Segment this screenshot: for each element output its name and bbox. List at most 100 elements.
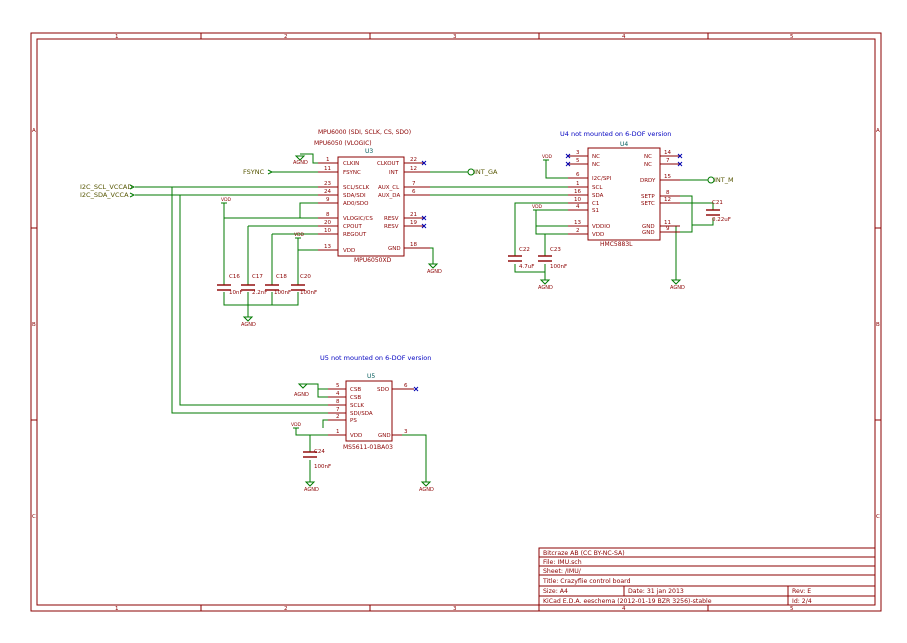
vdd-symbol: VDD [532, 204, 543, 214]
vdd-symbol: VDD [294, 232, 305, 242]
agnd-symbol: AGND [241, 316, 256, 328]
u5-right-pins: SDO 6 GND 3 [377, 383, 414, 439]
capacitors: C16 10nF C1 7 2.2nF C18 100nF C20 100nF C… [217, 200, 731, 470]
pin-name: AUX_CL [378, 185, 400, 191]
svg-text:VDD: VDD [542, 154, 553, 160]
net-label-int-ga: INT_GA [474, 168, 498, 176]
pin-number: 1 [576, 181, 580, 187]
pin-number: 1 [336, 429, 340, 435]
title-block: Bitcraze AB (CC BY-NC-SA) File: IMU.sch … [538, 547, 876, 606]
title-block-size: Size: A4 [543, 588, 568, 595]
pin-name: AD0/SDO [343, 201, 369, 207]
vdd-symbol: VDD [221, 197, 232, 207]
capacitor-c18: C18 100nF [265, 274, 291, 296]
pin-number: 20 [324, 220, 331, 226]
cap-ref: C16 [229, 274, 240, 280]
grid-col-label: 3 [453, 34, 457, 40]
pin-name: CPOUT [343, 224, 363, 230]
u3-reference: U3 [365, 148, 373, 155]
grid-row-label: A [32, 128, 36, 134]
pin-number: 9 [666, 226, 670, 232]
svg-text:AGND: AGND [294, 392, 309, 398]
pin-number: 23 [324, 181, 331, 187]
pin-name: SCL/SCLK [343, 185, 370, 191]
grid-col-label: 4 [622, 34, 626, 40]
pin-name: I2C/SPI [592, 176, 612, 182]
net-label-i2c-scl: I2C_SCL_VCCAD [80, 183, 132, 191]
cap-value: 10nF [229, 290, 243, 296]
pin-number: 9 [326, 197, 330, 203]
net-port-circle [467, 168, 475, 176]
grid-row-label: C [876, 514, 880, 520]
pin-name: SETP [641, 194, 655, 200]
agnd-symbol: AGND [427, 263, 442, 275]
pin-name: VDD [343, 248, 355, 254]
cap-value: 100nF [274, 290, 291, 296]
title-block-kicad: KiCad E.D.A. eeschema (2012-01-19 BZR 32… [543, 598, 712, 605]
agnd-symbol: AGND [538, 279, 553, 291]
pin-number: 3 [404, 429, 408, 435]
no-connect-markers [565, 153, 683, 167]
pin-number: 2 [576, 228, 580, 234]
net-label-i2c-sda: I2C_SDA_VCCA [80, 191, 129, 199]
u4-hmc5883l[interactable]: U4 not mounted on 6-DOF version U4 HMC58… [560, 130, 683, 248]
pin-name: FSYNC [343, 170, 361, 176]
no-connect-marker [413, 386, 419, 392]
no-connect-markers [421, 160, 427, 229]
pin-name: SETC [641, 201, 655, 207]
net-port-arrow [129, 192, 136, 198]
svg-text:VDD: VDD [291, 422, 302, 428]
pin-number: 14 [664, 150, 671, 156]
u5-value: MS5611-01BA03 [343, 444, 393, 451]
net-label-int-m: INT_M [714, 176, 734, 184]
vdd-symbol: VDD [291, 422, 302, 432]
u4-mount-note: U4 not mounted on 6-DOF version [560, 130, 671, 138]
svg-text:VDD: VDD [221, 197, 232, 203]
grid-col-label: 3 [453, 606, 457, 612]
grid-col-label: 1 [115, 34, 119, 40]
cap-ref: C20 [300, 274, 311, 280]
grid-row-label: B [32, 322, 36, 328]
title-block-title: Title: Crazyflie control board [542, 578, 631, 585]
grid-row-label: A [876, 128, 880, 134]
cap-value: 0.22uF [712, 217, 731, 223]
title-block-date: Date: 31 jan 2013 [628, 588, 684, 595]
pin-name: GND [388, 246, 401, 252]
grid-col-label: 5 [790, 34, 794, 40]
grid-row-label: C [32, 514, 36, 520]
capacitor-c21: C21 0.22uF [706, 200, 731, 223]
pin-number: 5 [336, 383, 340, 389]
pin-name: AUX_DA [378, 193, 400, 199]
pin-name: SDO [377, 387, 390, 393]
net-labels: I2C_SCL_VCCAD I2C_SDA_VCCA FSYNC INT_GA … [80, 168, 734, 199]
pin-number: 8 [336, 399, 340, 405]
pin-number: 7 [336, 407, 340, 413]
pin-number: 6 [412, 189, 416, 195]
svg-text:AGND: AGND [670, 285, 685, 291]
pin-number: 13 [574, 220, 581, 226]
pin-number: 4 [576, 204, 580, 210]
power-symbols: AGND VDD VDD AGND AGND VDD VDD AGND AGND… [221, 154, 685, 493]
pin-name: NC [644, 162, 652, 168]
pin-name: GND [642, 224, 655, 230]
grid-col-label: 2 [284, 34, 288, 40]
u4-reference: U4 [620, 141, 628, 148]
pin-name: C1 [592, 201, 599, 207]
u3-mpu6050[interactable]: MPU6000 (SDI, SCLK, CS, SDO) MPU6050 (VL… [314, 129, 430, 264]
pin-name: SCL [592, 185, 603, 191]
pin-name: REGOUT [343, 232, 367, 238]
grid-col-label: 5 [790, 606, 794, 612]
pin-name: PS [350, 418, 357, 424]
capacitor-c20: C20 100nF [291, 274, 317, 296]
pin-number: 3 [576, 150, 580, 156]
pin-number: 13 [324, 244, 331, 250]
pin-name: SDI/SDA [350, 411, 373, 417]
title-block-id: Id: 2/4 [792, 598, 812, 605]
pin-number: 18 [410, 242, 417, 248]
net-label-fsync: FSYNC [243, 168, 265, 176]
u4-left-pins: 3 NC 5 NC 6 I2C/SPI 1 SCL 16 SDA 10 C1 4… [568, 150, 612, 238]
cap-value: 100nF [550, 264, 567, 270]
cap-value: 2.2nF [252, 290, 267, 296]
u5-ms5611[interactable]: U5 not mounted on 6-DOF version U5 MS561… [320, 354, 431, 451]
pin-name: VDD [592, 232, 604, 238]
